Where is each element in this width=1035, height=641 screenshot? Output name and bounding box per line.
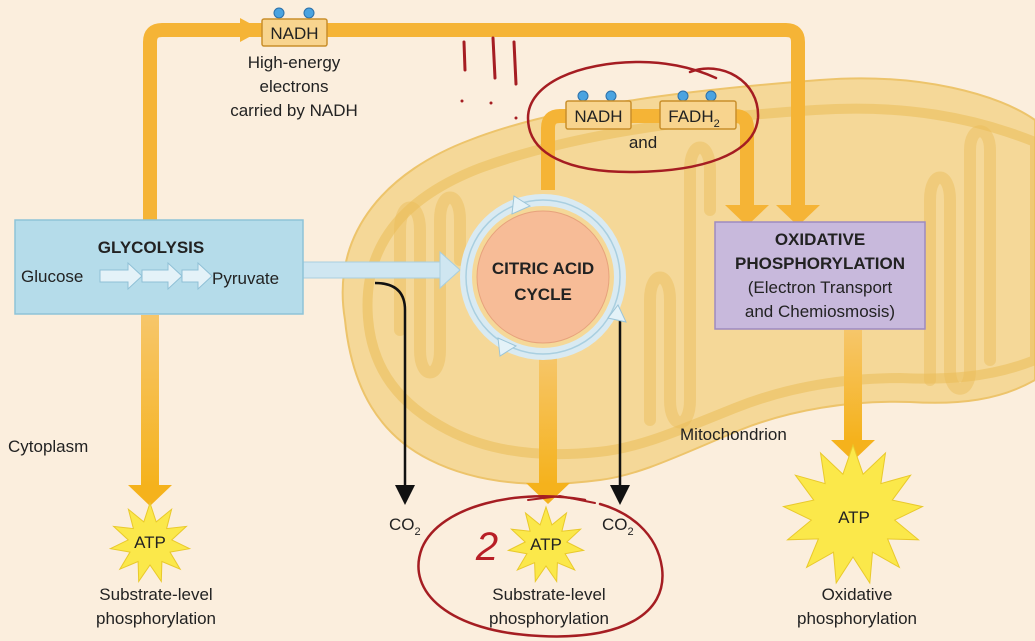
atp-left-label: ATP	[134, 533, 166, 552]
co2-label-left: CO2	[389, 515, 421, 538]
caption-right-2: phosphorylation	[797, 609, 917, 628]
krebs-fadh2-tag: FADH2	[659, 90, 737, 130]
cycle-arrowhead	[511, 195, 532, 215]
oxphos-subtitle-2: and Chemiosmosis)	[745, 302, 895, 321]
atp-burst-middle: ATP	[506, 505, 586, 584]
oxphos-subtitle-1: (Electron Transport	[748, 278, 893, 297]
arrowhead	[725, 205, 769, 226]
caption-left-2: phosphorylation	[96, 609, 216, 628]
top-nadh-caption-2: electrons	[260, 77, 329, 96]
caption-right-1: Oxidative	[822, 585, 893, 604]
ink-dot	[514, 116, 518, 120]
oxphos-title-1: OXIDATIVE	[775, 230, 865, 249]
cycle-label-line2: CYCLE	[514, 285, 572, 304]
atp-burst-right: ATP	[781, 443, 925, 585]
glycolysis-title: GLYCOLYSIS	[98, 238, 204, 257]
cytoplasm-label: Cytoplasm	[8, 437, 88, 456]
caption-middle-2: phosphorylation	[489, 609, 609, 628]
circle-nadh-fadh2	[526, 60, 760, 174]
krebs-fadh2-label: FADH2	[668, 107, 719, 130]
tally-mark	[491, 36, 497, 80]
oxidative-phosphorylation-box: OXIDATIVE PHOSPHORYLATION (Electron Tran…	[714, 221, 926, 330]
tally-mark	[462, 40, 467, 72]
top-nadh-label: NADH	[270, 24, 318, 43]
krebs-nadh-label: NADH	[574, 107, 622, 126]
cycle-arrowhead	[497, 337, 518, 357]
arrowhead	[776, 205, 820, 226]
glucose-label: Glucose	[21, 267, 83, 286]
glycolysis-box: GLYCOLYSIS Glucose Pyruvate	[14, 219, 304, 315]
krebs-and-label: and	[629, 133, 657, 152]
cycle-arrowhead	[607, 304, 627, 323]
krebs-nadh-tag: NADH	[565, 90, 632, 130]
atp-burst-left: ATP	[108, 501, 192, 583]
oxphos-title-2: PHOSPHORYLATION	[735, 254, 905, 273]
circle-middle-atp	[417, 495, 664, 638]
cycle-label-line1: CITRIC ACID	[492, 259, 594, 278]
mitochondrion-label: Mitochondrion	[680, 425, 787, 444]
pyruvate-label: Pyruvate	[212, 269, 279, 288]
co2-release-arrows	[374, 281, 630, 505]
top-nadh-caption-1: High-energy	[248, 53, 341, 72]
arrowhead	[526, 483, 570, 504]
handwritten-number: 2	[475, 525, 498, 569]
tally-mark	[512, 40, 518, 86]
atp-right-label: ATP	[838, 508, 870, 527]
underline-stroke	[527, 494, 596, 504]
citric-acid-cycle: CITRIC ACID CYCLE	[460, 194, 627, 360]
atp-middle-label: ATP	[530, 535, 562, 554]
top-nadh-caption-3: carried by NADH	[230, 101, 358, 120]
caption-middle-1: Substrate-level	[492, 585, 605, 604]
handwritten-annotations	[417, 36, 760, 638]
caption-left-1: Substrate-level	[99, 585, 212, 604]
arrowhead	[240, 18, 262, 42]
ink-dot	[489, 101, 493, 105]
glycolysis-steps-arrows	[99, 261, 213, 291]
ink-dot	[460, 99, 464, 103]
electron-flow-arrows	[128, 18, 875, 506]
top-nadh-tag: NADH	[261, 7, 328, 47]
co2-label-right: CO2	[602, 515, 634, 538]
arrowhead	[128, 485, 172, 506]
